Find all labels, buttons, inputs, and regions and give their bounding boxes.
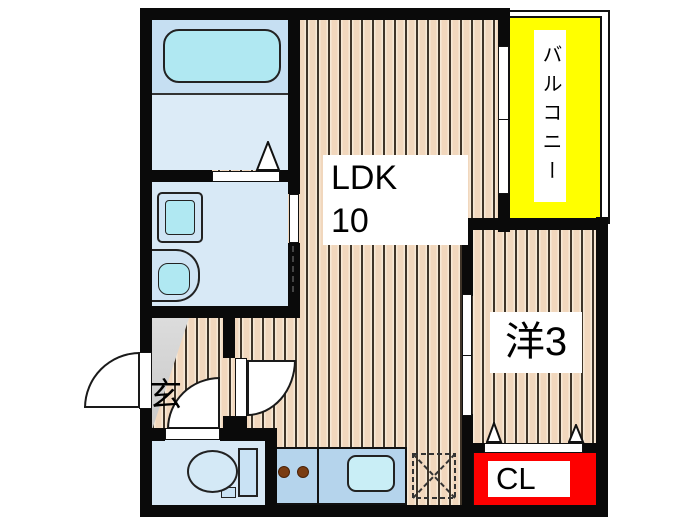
wall-balcony-upper xyxy=(498,8,510,47)
bathroom-door-threshold xyxy=(212,171,280,182)
western-room-sliding-door xyxy=(462,294,472,416)
wall-toilet-top-right xyxy=(220,428,265,441)
wall-bottom xyxy=(140,505,608,517)
sliding-door-overlap xyxy=(462,355,472,356)
closet-label-text: CL xyxy=(496,461,536,496)
kitchen-counter-divider xyxy=(317,449,319,503)
closet-door-strip xyxy=(484,443,583,453)
bathroom-door-triangle xyxy=(255,141,281,171)
wall-toilet-top-left xyxy=(152,428,165,441)
wall-washroom-right-lower xyxy=(288,243,300,318)
western-room-label-text: 洋3 xyxy=(504,320,568,364)
closet-door-triangle-left xyxy=(486,422,503,443)
wall-top xyxy=(140,8,510,20)
wall-washroom-bottom xyxy=(140,306,300,318)
closet-label: CL xyxy=(488,461,570,497)
washroom-sliding-door xyxy=(289,194,299,243)
toilet-bowl xyxy=(187,450,238,493)
entrance-door-swing xyxy=(84,352,140,408)
entrance-label: 玄 xyxy=(149,376,187,414)
stove-burner xyxy=(297,466,309,478)
ldk-label-name: LDK xyxy=(331,159,398,197)
kitchen-sink xyxy=(347,455,395,492)
entrance-label-text: 玄 xyxy=(149,376,182,413)
balcony-label-text: バルコニー xyxy=(539,43,561,189)
ldk-label-size: 10 xyxy=(331,202,369,240)
toilet-door-leaf xyxy=(165,428,220,440)
washroom-sliding-door-track xyxy=(292,246,294,292)
washbasin-bowl xyxy=(158,263,190,295)
bathtub xyxy=(163,29,281,83)
balcony-window xyxy=(498,46,509,194)
wall-hall-ldk xyxy=(223,306,235,358)
wall-bathroom-bottom-left xyxy=(152,170,212,182)
wall-ldk-western-vertical-lower xyxy=(462,414,473,505)
wall-left-lower xyxy=(140,408,152,517)
stove-burner xyxy=(278,466,290,478)
western-room-label: 洋3 xyxy=(490,312,582,373)
wall-ldk-western-vertical-upper xyxy=(462,230,473,296)
balcony-window-mullion xyxy=(498,119,509,120)
balcony-label: バルコニー xyxy=(534,30,566,202)
ldk-label: LDK 10 xyxy=(323,155,468,245)
wall-ldk-western-horizontal xyxy=(462,218,608,230)
ldk-door-leaf xyxy=(235,358,247,417)
washing-machine-pan-inner xyxy=(165,200,195,235)
wall-washroom-right-upper xyxy=(288,18,300,194)
refrigerator-space xyxy=(412,453,456,499)
wall-right xyxy=(596,217,608,517)
toilet-tank xyxy=(238,448,258,497)
closet-door-triangle-right xyxy=(568,424,585,443)
wall-toilet-right xyxy=(265,428,277,505)
wall-left-upper xyxy=(140,8,152,352)
